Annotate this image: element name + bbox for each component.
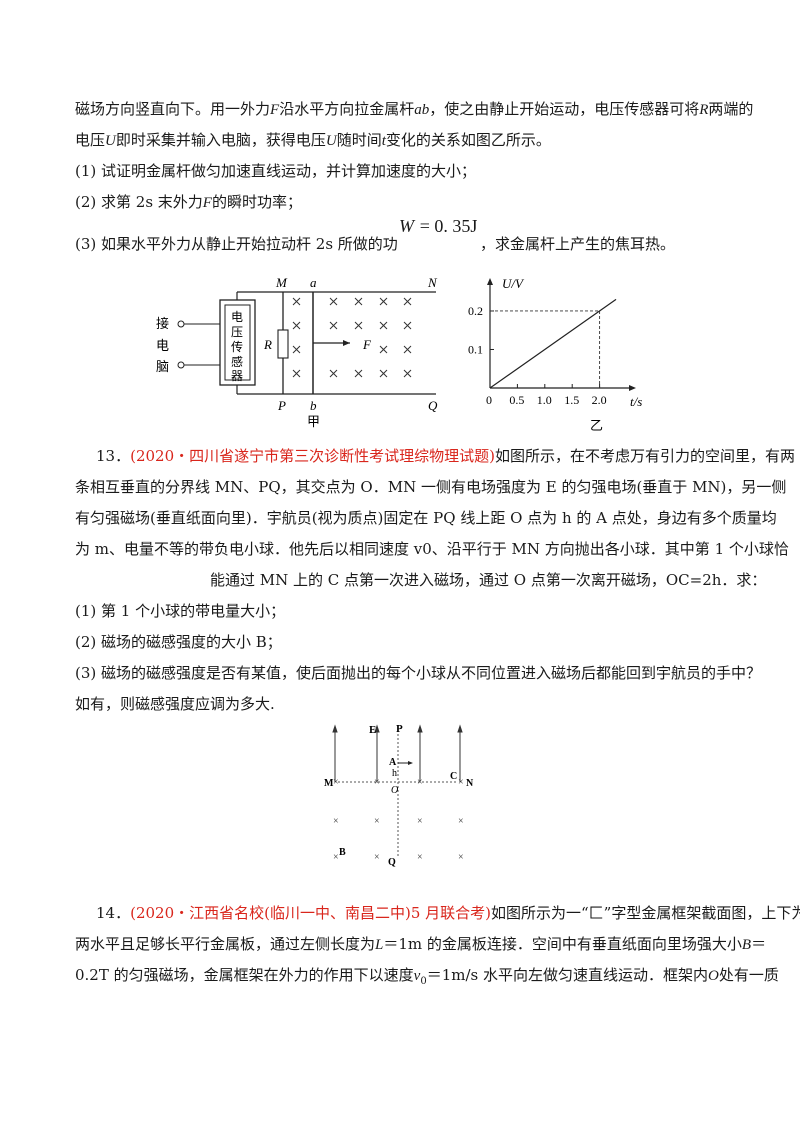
svg-text:电: 电 (231, 310, 243, 324)
y-axis-arrow (487, 278, 493, 285)
svg-text:×: × (333, 777, 339, 788)
label-b: b (310, 398, 317, 413)
x-tick-label: 0 (486, 393, 492, 407)
svg-text:×: × (333, 852, 339, 863)
svg-text:感: 感 (231, 354, 243, 369)
label-F: F (362, 337, 372, 352)
x-tick-label: 2.0 (592, 393, 607, 407)
x-tick-label: 1.0 (537, 393, 552, 407)
data-line (489, 298, 617, 389)
p13-line-4: 为 m、电量不等的带负电小球．他先后以相同速度 v0、沿平行于 MN 方向抛出各… (75, 540, 789, 558)
svg-text:×: × (417, 852, 423, 863)
label-Q13: Q (388, 857, 396, 868)
label-Q: Q (428, 398, 438, 413)
p13-line-1: 13．(2020・四川省遂宁市第三次诊断性考试理综物理试题)如图所示，在不考虑万… (96, 447, 795, 465)
label-M13: M (324, 778, 334, 789)
p12-question-1: (1) 试证明金属杆做匀加速直线运动，并计算加速度的大小； (75, 162, 477, 180)
x-tick-label: 0.5 (509, 393, 524, 407)
chart-ylabel: U/V (502, 276, 525, 291)
voltage-sensor-box (219, 299, 256, 386)
svg-text:×: × (417, 777, 423, 788)
label-M: M (275, 275, 288, 290)
computer-label: 接 电 脑 (156, 316, 169, 375)
p12-question-3: (3) 如果水平外力从静止开始拉动杆 2s 所做的功 (75, 235, 398, 253)
svg-text:×: × (374, 777, 380, 788)
p12-line-2: 电压U即时采集并输入电脑，获得电压U随时间t变化的关系如图乙所示。 (75, 131, 551, 149)
svg-text:器: 器 (231, 369, 243, 383)
p14-line-3: 0.2T 的匀强磁场，金属框架在外力的作用下以速度v0＝1m/s 水平向左做匀速… (75, 966, 779, 987)
terminal-top (177, 320, 185, 328)
y-tick-label: 0.1 (468, 342, 483, 356)
svg-text:×: × (417, 816, 423, 827)
field-lines-E (332, 724, 463, 782)
svg-text:×: × (458, 777, 464, 788)
caption-jia: 甲 (307, 415, 320, 430)
svg-text:电: 电 (156, 339, 169, 354)
terminal-bottom (177, 361, 185, 369)
p12-question-3-end: ，求金属杆上产生的焦耳热。 (480, 235, 676, 253)
p13-question-3: (3) 磁场的磁感强度是否有某值，使后面抛出的每个小球从不同位置进入磁场后都能回… (75, 664, 762, 682)
cross-row-4 (292, 369, 412, 378)
p13-line-3: 有匀强磁场(垂直纸面向里)．宇航员(视为质点)固定在 PQ 线上距 O 点为 h… (75, 509, 777, 527)
p12-line-1: 磁场方向竖直向下。用一外力F沿水平方向拉金属杆ab，使之由静止开始运动，电压传感… (75, 100, 754, 118)
svg-text:压: 压 (231, 325, 243, 339)
svg-text:×: × (458, 816, 464, 827)
caption-yi: 乙 (590, 419, 603, 434)
p12-question-2: (2) 求第 2s 末外力F的瞬时功率； (75, 193, 302, 211)
field-crosses (292, 297, 412, 378)
field-crosses-B: × × × × × × × × × × × × (333, 777, 464, 863)
sensor-label: 电 压 传 感 器 (231, 310, 243, 383)
p13-question-3-cont: 如有，则磁感强度应调为多大. (75, 695, 275, 713)
label-C: C (450, 771, 457, 782)
label-O: O (391, 785, 398, 796)
svg-text:×: × (333, 816, 339, 827)
label-P: P (277, 398, 286, 413)
label-h: h (392, 768, 397, 779)
p13-question-2: (2) 磁场的磁感强度的大小 B； (75, 633, 282, 651)
figure-13-field: × × × × × × × × × × × × E P A h M N O C B Q (324, 723, 474, 868)
label-A: A (389, 757, 397, 768)
svg-text:接: 接 (156, 316, 169, 332)
resistor-R (277, 329, 289, 359)
y-tick-label: 0.2 (468, 304, 483, 318)
cross-row-1 (292, 297, 412, 306)
svg-text:脑: 脑 (156, 360, 169, 375)
p14-line-2: 两水平且足够长平行金属板，通过左侧长度为L＝1m 的金属板连接．空间中有垂直纸面… (75, 935, 767, 953)
cross-row-2 (292, 321, 412, 330)
label-B: B (339, 847, 346, 858)
p13-line-5: 能通过 MN 上的 C 点第一次进入磁场，通过 O 点第一次离开磁场，OC=2h… (210, 571, 767, 589)
x-tick-label: 1.5 (564, 393, 579, 407)
label-E: E (369, 724, 376, 736)
svg-text:×: × (458, 852, 464, 863)
chart-xlabel: t/s (630, 394, 642, 409)
cross-row-3 (292, 345, 412, 354)
p14-line-1: 14．(2020・江西省名校(临川一中、南昌二中)5 月联合考)如图所示为一“匚… (96, 904, 800, 922)
label-P13: P (396, 723, 403, 735)
p13-line-2: 条相互垂直的分界线 MN、PQ，其交点为 O．MN 一侧有电场强度为 E 的匀强… (75, 478, 787, 496)
label-N13: N (466, 778, 474, 789)
svg-text:传: 传 (231, 339, 243, 354)
work-formula: W = 0. 35J (399, 216, 478, 236)
svg-text:×: × (374, 852, 380, 863)
x-axis-arrow (629, 385, 636, 391)
label-a: a (310, 275, 317, 290)
p13-question-1: (1) 第 1 个小球的带电量大小； (75, 602, 286, 620)
svg-text:×: × (374, 816, 380, 827)
figure-jia-circuit: M a N P b Q R F 电 压 传 感 器 接 电 脑 甲 (156, 275, 438, 430)
label-R: R (263, 337, 272, 352)
p13-source: (2020・四川省遂宁市第三次诊断性考试理综物理试题) (130, 447, 495, 465)
figure-yi-chart: 0.1 0.2 0 0.5 1.0 1.5 2.0 U/V t/s 乙 (468, 276, 642, 434)
p14-source: (2020・江西省名校(临川一中、南昌二中)5 月联合考) (130, 904, 491, 922)
label-N: N (427, 275, 438, 290)
